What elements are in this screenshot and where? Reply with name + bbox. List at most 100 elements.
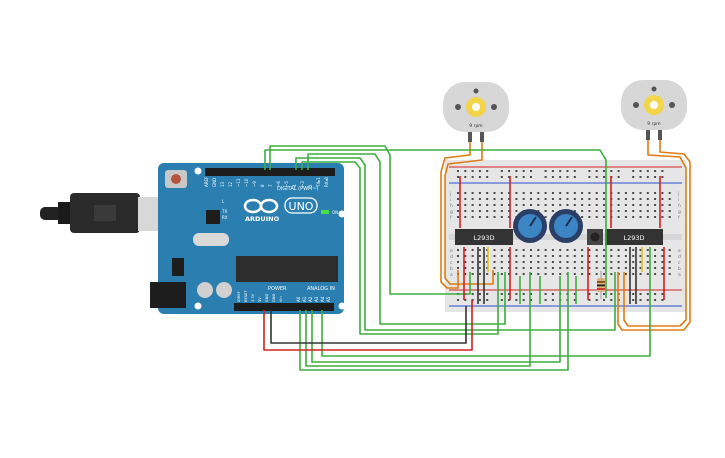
breadboard-hole[interactable]	[493, 198, 496, 200]
breadboard-hole[interactable]	[478, 192, 481, 194]
rail-hole[interactable]	[654, 299, 657, 301]
rail-hole[interactable]	[478, 299, 481, 301]
breadboard-hole[interactable]	[581, 210, 584, 212]
breadboard-hole[interactable]	[478, 273, 481, 275]
breadboard-hole[interactable]	[668, 273, 671, 275]
wire-gnd[interactable]	[270, 306, 467, 344]
breadboard-hole[interactable]	[661, 216, 664, 218]
rail-hole[interactable]	[464, 170, 467, 172]
breadboard-hole[interactable]	[471, 198, 474, 200]
breadboard-hole[interactable]	[493, 204, 496, 206]
rail-hole[interactable]	[530, 170, 532, 172]
rail-hole[interactable]	[588, 176, 591, 178]
breadboard-hole[interactable]	[544, 249, 547, 251]
rail-hole[interactable]	[500, 299, 503, 301]
breadboard-hole[interactable]	[639, 210, 642, 212]
breadboard-hole[interactable]	[500, 267, 503, 269]
breadboard-hole[interactable]	[515, 204, 518, 206]
breadboard-hole[interactable]	[551, 261, 554, 263]
breadboard-hole[interactable]	[617, 249, 620, 251]
breadboard-hole[interactable]	[471, 210, 474, 212]
breadboard-hole[interactable]	[559, 204, 562, 206]
rail-hole[interactable]	[559, 176, 562, 178]
breadboard-hole[interactable]	[508, 255, 511, 257]
breadboard-hole[interactable]	[654, 261, 657, 263]
breadboard-hole[interactable]	[654, 198, 657, 200]
wire-analog-a1[interactable]	[305, 272, 531, 367]
breadboard-hole[interactable]	[610, 255, 613, 257]
breadboard-hole[interactable]	[493, 261, 496, 263]
breadboard-hole[interactable]	[654, 210, 657, 212]
potentiometer-1[interactable]	[513, 209, 547, 243]
breadboard-hole[interactable]	[515, 273, 518, 275]
breadboard-hole[interactable]	[566, 198, 569, 200]
breadboard-hole[interactable]	[595, 210, 598, 212]
breadboard-hole[interactable]	[478, 255, 481, 257]
breadboard-hole[interactable]	[530, 198, 532, 200]
breadboard-hole[interactable]	[566, 261, 569, 263]
wire-analog-a2[interactable]	[311, 276, 561, 363]
breadboard-hole[interactable]	[603, 192, 605, 194]
breadboard-hole[interactable]	[486, 204, 489, 206]
breadboard-hole[interactable]	[661, 255, 664, 257]
breadboard-hole[interactable]	[624, 210, 627, 212]
breadboard-hole[interactable]	[493, 249, 496, 251]
rail-hole[interactable]	[486, 293, 489, 295]
rail-hole[interactable]	[654, 170, 657, 172]
breadboard-hole[interactable]	[624, 273, 627, 275]
breadboard-hole[interactable]	[595, 249, 598, 251]
breadboard-hole[interactable]	[493, 255, 496, 257]
breadboard-hole[interactable]	[551, 198, 554, 200]
breadboard-hole[interactable]	[595, 216, 598, 218]
breadboard-hole[interactable]	[654, 249, 657, 251]
breadboard-hole[interactable]	[530, 204, 532, 206]
breadboard-hole[interactable]	[530, 261, 532, 263]
breadboard-hole[interactable]	[515, 249, 518, 251]
rail-hole[interactable]	[646, 293, 649, 295]
wire-motor1-b[interactable]	[444, 142, 494, 285]
breadboard-hole[interactable]	[668, 210, 671, 212]
rail-hole[interactable]	[661, 293, 664, 295]
breadboard-hole[interactable]	[639, 198, 642, 200]
breadboard-hole[interactable]	[646, 261, 649, 263]
rail-hole[interactable]	[544, 299, 547, 301]
breadboard-hole[interactable]	[457, 210, 459, 212]
breadboard-hole[interactable]	[603, 249, 605, 251]
breadboard-hole[interactable]	[515, 261, 518, 263]
breadboard-hole[interactable]	[588, 273, 591, 275]
breadboard-hole[interactable]	[457, 204, 459, 206]
breadboard-hole[interactable]	[508, 261, 511, 263]
arduino-uno-board[interactable]: UNO ARDUINO DIGITAL (PWM~) ANALOG IN POW…	[150, 163, 346, 314]
breadboard-hole[interactable]	[632, 204, 635, 206]
breadboard-hole[interactable]	[559, 198, 562, 200]
breadboard-hole[interactable]	[464, 192, 467, 194]
breadboard-hole[interactable]	[478, 210, 481, 212]
breadboard-hole[interactable]	[464, 255, 467, 257]
breadboard-hole[interactable]	[624, 267, 627, 269]
rail-hole[interactable]	[551, 170, 554, 172]
breadboard-hole[interactable]	[639, 261, 642, 263]
breadboard-hole[interactable]	[493, 273, 496, 275]
rail-hole[interactable]	[515, 293, 518, 295]
rail-hole[interactable]	[530, 299, 532, 301]
breadboard-hole[interactable]	[559, 267, 562, 269]
breadboard-hole[interactable]	[530, 267, 532, 269]
breadboard-hole[interactable]	[500, 249, 503, 251]
breadboard-hole[interactable]	[522, 273, 525, 275]
breadboard-hole[interactable]	[486, 210, 489, 212]
breadboard-hole[interactable]	[617, 261, 620, 263]
breadboard-hole[interactable]	[471, 204, 474, 206]
breadboard-hole[interactable]	[603, 210, 605, 212]
breadboard-hole[interactable]	[624, 192, 627, 194]
breadboard-hole[interactable]	[471, 267, 474, 269]
rail-hole[interactable]	[559, 170, 562, 172]
breadboard-hole[interactable]	[544, 216, 547, 218]
breadboard-hole[interactable]	[581, 204, 584, 206]
rail-hole[interactable]	[508, 293, 511, 295]
breadboard-hole[interactable]	[639, 216, 642, 218]
breadboard-hole[interactable]	[646, 198, 649, 200]
breadboard-hole[interactable]	[603, 198, 605, 200]
breadboard-hole[interactable]	[632, 261, 635, 263]
breadboard-hole[interactable]	[661, 192, 664, 194]
pushbutton-cap[interactable]	[590, 232, 600, 242]
